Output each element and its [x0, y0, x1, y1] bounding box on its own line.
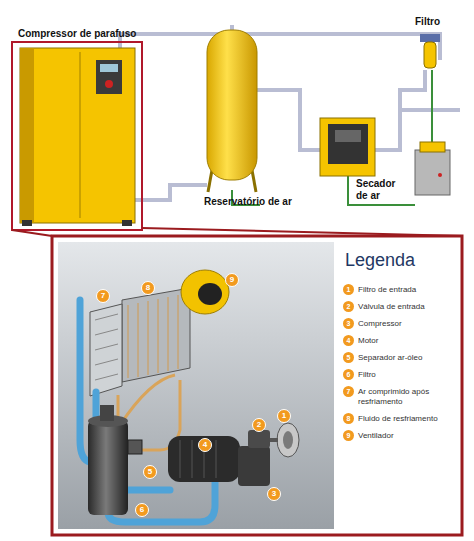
component-label: Reservatório de ar: [204, 196, 292, 208]
line-filter: [420, 34, 440, 68]
compressor-internals: [80, 270, 299, 522]
legend-number: 2: [343, 301, 354, 312]
callout-number: 1: [277, 409, 291, 423]
component-label: Filtro: [415, 16, 440, 28]
air-pipes: [120, 25, 460, 200]
zoom-line: [12, 230, 52, 236]
callout-number: 7: [96, 289, 110, 303]
legend-text: Compressor: [358, 319, 456, 329]
legend-text: Separador ar-óleo: [358, 353, 456, 363]
legend-text: Ventilador: [358, 431, 456, 441]
air-receiver-tank: [207, 30, 257, 192]
component-label: Secador de ar: [356, 178, 404, 201]
callout-number: 8: [141, 281, 155, 295]
detail-panel: [52, 236, 462, 535]
legend-text: Motor: [358, 336, 456, 346]
callout-number: 2: [252, 418, 266, 432]
legend-number: 1: [343, 284, 354, 295]
legend-title: Legenda: [345, 250, 415, 271]
legend-text: Filtro: [358, 370, 456, 380]
legend-text: Ar comprimido após resfriamento: [358, 387, 456, 406]
drain-lines: [232, 70, 432, 205]
callout-number: 6: [135, 503, 149, 517]
legend-number: 8: [343, 413, 354, 424]
legend-number: 4: [343, 335, 354, 346]
legend-number: 6: [343, 369, 354, 380]
component-label: Compressor de parafuso: [18, 28, 136, 40]
legend-number: 5: [343, 352, 354, 363]
callout-number: 4: [198, 438, 212, 452]
air-dryer: [320, 118, 375, 176]
legend-text: Filtro de entrada: [358, 285, 456, 295]
condensate-unit: [415, 142, 450, 195]
legend-text: Válvula de entrada: [358, 302, 456, 312]
callout-number: 5: [143, 465, 157, 479]
legend-number: 3: [343, 318, 354, 329]
highlight-frame: [12, 42, 142, 230]
legend-number: 7: [343, 386, 354, 397]
compressor-cabinet: [20, 48, 135, 226]
callout-number: 3: [267, 487, 281, 501]
detail-background: [58, 242, 334, 529]
legend-number: 9: [343, 430, 354, 441]
legend-text: Fluido de resfriamento: [358, 414, 456, 424]
callout-number: 9: [225, 273, 239, 287]
